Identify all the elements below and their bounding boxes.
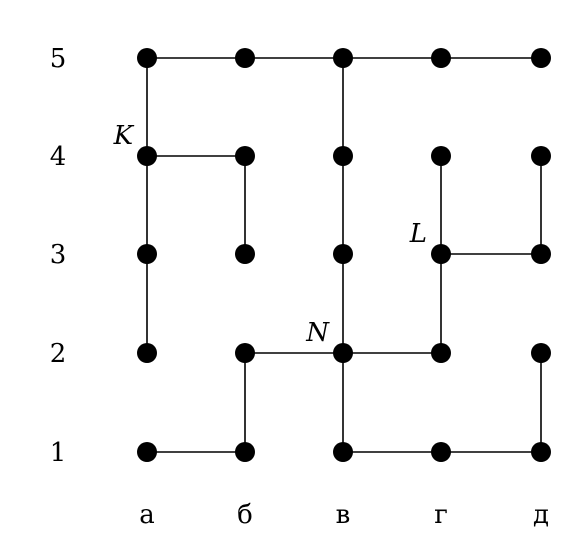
node-д3	[531, 244, 551, 264]
column-label-2: б	[237, 500, 253, 530]
node-а2	[137, 343, 157, 363]
node-в1	[333, 442, 353, 462]
node-д1	[531, 442, 551, 462]
node-а1	[137, 442, 157, 462]
point-label-K: K	[113, 121, 135, 151]
point-label-N: N	[305, 318, 330, 348]
node-в2	[333, 343, 353, 363]
node-в4	[333, 146, 353, 166]
point-labels: K L N	[113, 121, 427, 348]
node-д2	[531, 343, 551, 363]
row-label-1: 1	[50, 438, 67, 468]
row-label-4: 4	[50, 142, 67, 172]
node-а5	[137, 48, 157, 68]
node-б2	[235, 343, 255, 363]
column-label-3: в	[336, 500, 351, 530]
point-label-L: L	[409, 219, 427, 249]
node-б3	[235, 244, 255, 264]
edges-layer	[146, 57, 542, 453]
node-д5	[531, 48, 551, 68]
node-а4	[137, 146, 157, 166]
node-б5	[235, 48, 255, 68]
node-в3	[333, 244, 353, 264]
node-г2	[431, 343, 451, 363]
column-label-5: д	[533, 500, 549, 530]
row-label-3: 3	[50, 240, 67, 270]
node-б1	[235, 442, 255, 462]
row-label-2: 2	[50, 339, 67, 369]
row-label-5: 5	[50, 44, 67, 74]
node-г1	[431, 442, 451, 462]
node-г4	[431, 146, 451, 166]
nodes-layer	[137, 48, 551, 462]
node-г3	[431, 244, 451, 264]
node-д4	[531, 146, 551, 166]
node-в5	[333, 48, 353, 68]
row-labels: 1 2 3 4 5	[50, 44, 67, 468]
column-labels: а б в г д	[139, 500, 549, 530]
node-б4	[235, 146, 255, 166]
node-г5	[431, 48, 451, 68]
column-label-4: г	[434, 500, 448, 530]
column-label-1: а	[139, 500, 155, 530]
node-а3	[137, 244, 157, 264]
